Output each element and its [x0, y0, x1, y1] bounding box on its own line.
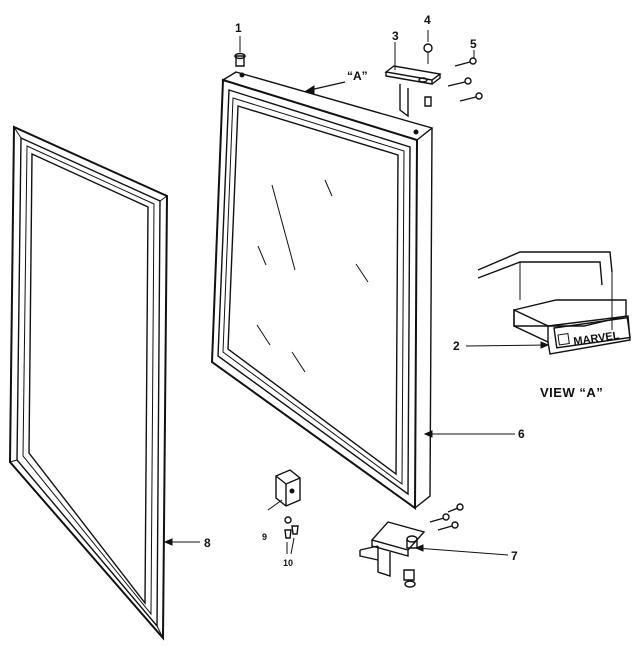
- door-gasket-part-8: [8, 125, 169, 641]
- callout-9: 9: [262, 532, 267, 542]
- leader-lines: [163, 341, 550, 556]
- view-a-detail: MARVEL: [477, 251, 631, 355]
- callout-3: 3: [392, 29, 399, 43]
- callout-6: 6: [518, 427, 525, 441]
- callout-10: 10: [283, 558, 293, 568]
- hinge-pin-part-1: [234, 36, 246, 67]
- glass-door-part-6: [210, 71, 434, 510]
- hinge-screw-part-4: [423, 30, 433, 107]
- callout-8: 8: [204, 536, 211, 550]
- view-a-caption: VIEW “A”: [540, 385, 603, 400]
- view-a-marker: “A”: [347, 69, 368, 83]
- bushings-part-10: [284, 516, 299, 555]
- bottom-bracket-part-9: [267, 469, 301, 511]
- callout-4: 4: [424, 13, 431, 27]
- top-hinge-part-3: [384, 42, 442, 118]
- callout-1: 1: [235, 21, 242, 35]
- callout-5: 5: [470, 37, 477, 51]
- callout-2: 2: [453, 339, 460, 353]
- view-a-arrow: [304, 81, 346, 95]
- callout-7: 7: [511, 549, 518, 563]
- hinge-screws-part-5: [447, 50, 483, 102]
- bottom-hinge-part-7: [359, 503, 464, 588]
